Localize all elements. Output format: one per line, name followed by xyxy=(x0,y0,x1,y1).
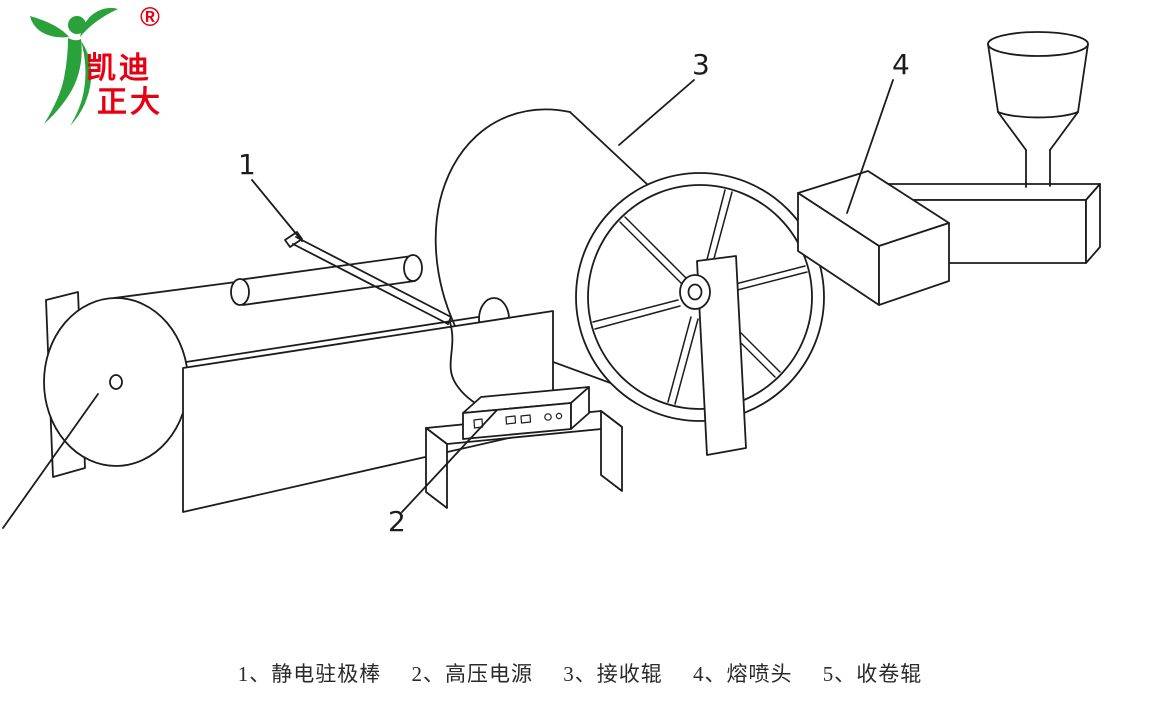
callout-4-leader xyxy=(846,79,894,214)
hopper-cup-right xyxy=(1077,43,1089,113)
barrel-end xyxy=(1085,183,1101,264)
power-box-port-2 xyxy=(520,414,532,424)
diagram-linework: 1 2 3 4 xyxy=(2,31,1101,538)
legend-item-2: 2、高压电源 xyxy=(411,662,533,686)
logo-leg-swoosh xyxy=(70,41,92,126)
callout-1-leader xyxy=(251,179,303,242)
power-box-controls xyxy=(473,412,563,429)
stand-left-leg xyxy=(425,427,448,509)
power-switch xyxy=(473,418,484,429)
belt-roller-top-edge xyxy=(237,255,413,281)
callout-1: 1 xyxy=(238,148,256,181)
registered-trademark: ® xyxy=(140,2,160,32)
receiving-drum xyxy=(434,108,825,456)
head-right-face xyxy=(878,222,950,306)
logo-person-icon xyxy=(30,7,118,126)
legend-item-4: 4、熔喷头 xyxy=(693,662,793,686)
electret-bar-terminal xyxy=(284,231,303,248)
hopper-rim xyxy=(987,31,1089,57)
logo-figure-svg xyxy=(30,7,118,126)
logo-left-arm xyxy=(30,16,69,38)
brand-logo: ® 凯迪 正大 xyxy=(14,4,204,138)
logo-right-arm xyxy=(80,7,118,37)
hopper-cup-bottom xyxy=(997,111,1079,119)
belt-roller-bottom-edge xyxy=(242,280,416,306)
drum-endcap-arc xyxy=(434,108,571,327)
hopper-funnel-left xyxy=(997,111,1027,151)
drum-wheel-rim xyxy=(587,184,813,410)
hopper-funnel-right xyxy=(1049,111,1079,151)
electret-bar xyxy=(284,231,452,325)
power-box-knob-2 xyxy=(555,412,563,420)
callouts: 1 2 3 4 xyxy=(238,48,910,538)
belt-roller-left-cap xyxy=(230,278,250,306)
callout-5-leader xyxy=(2,393,99,529)
callout-2: 2 xyxy=(388,505,406,538)
winding-roller-conveyor xyxy=(2,254,510,529)
legend-caption: 1、静电驻极棒 2、高压电源 3、接收辊 4、熔喷头 5、收卷辊 xyxy=(0,658,1160,688)
logo-head xyxy=(68,16,86,34)
belt-back-edge xyxy=(113,281,237,299)
callout-4: 4 xyxy=(892,48,910,81)
hopper-cup-left xyxy=(987,43,999,113)
legend-item-5: 5、收卷辊 xyxy=(822,662,923,686)
stand-right-leg xyxy=(600,410,623,492)
power-box-port-1 xyxy=(505,415,517,425)
callout-2-leader xyxy=(401,409,498,513)
logo-body-swoosh xyxy=(44,38,82,124)
drum-support-plate xyxy=(696,255,747,456)
drum-hub xyxy=(679,274,711,310)
drum-top-edge xyxy=(569,111,650,187)
power-box-knob-1 xyxy=(544,413,552,421)
power-box-side xyxy=(570,386,590,430)
feed-hopper xyxy=(987,31,1089,188)
legend-item-1: 1、静电驻极棒 xyxy=(237,662,382,686)
belt-roller-right-cap xyxy=(403,254,423,282)
legend-item-3: 3、接收辊 xyxy=(563,662,663,686)
callout-3: 3 xyxy=(692,48,710,81)
electret-bar-end-cap xyxy=(447,316,452,325)
brand-name-line2: 正大 xyxy=(97,86,163,119)
drum-hub-center xyxy=(687,283,703,301)
brand-name-line1: 凯迪 xyxy=(86,52,152,85)
winding-roller-axle xyxy=(109,374,123,390)
melt-blown-head-box xyxy=(797,170,950,306)
callout-numbers: 1 2 3 4 xyxy=(238,48,910,538)
belt-front-edge xyxy=(185,316,479,363)
callout-3-leader xyxy=(618,79,695,146)
power-supply-box xyxy=(462,386,590,440)
